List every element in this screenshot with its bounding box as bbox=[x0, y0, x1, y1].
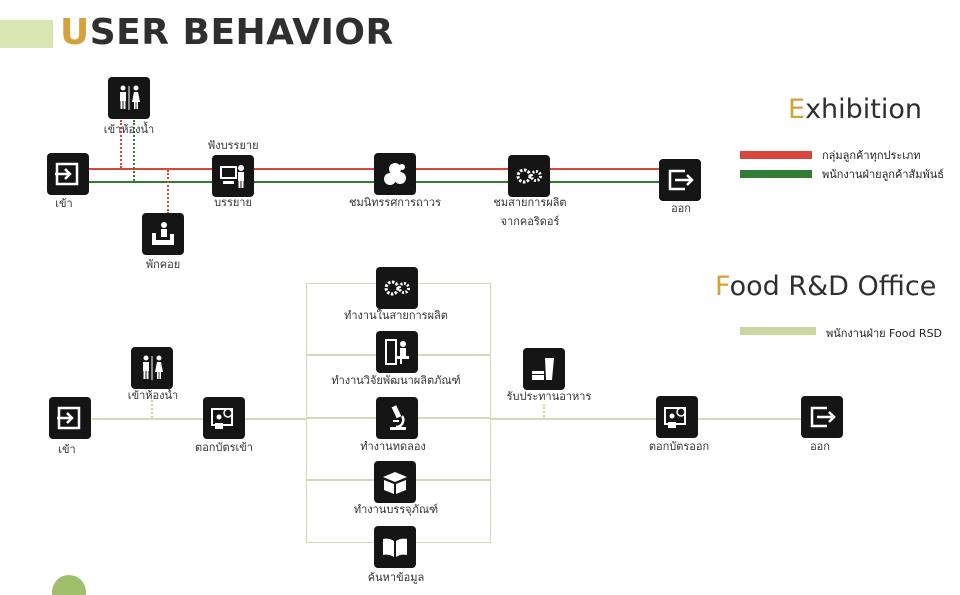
ex-production-label-1: ชมสายการผลิต bbox=[493, 196, 567, 209]
toilet-branch-red bbox=[120, 120, 122, 168]
research-icon bbox=[376, 331, 418, 373]
ex-listen-top-label: ฟังบรรยาย bbox=[207, 139, 259, 152]
of-clock-out-label: ตอกบัตรออก bbox=[648, 440, 710, 453]
legend-swatch-red bbox=[740, 151, 812, 159]
exhibit-products-icon bbox=[374, 153, 416, 195]
of-production-label: ทำงานในสายการผลิต bbox=[344, 309, 448, 322]
ex-listen-bottom-label: บรรยาย bbox=[214, 196, 252, 209]
exhibition-title: Exhibition bbox=[788, 94, 923, 125]
of-lab-label: ทำงานทดลอง bbox=[360, 440, 426, 453]
food-drink-icon bbox=[523, 348, 565, 390]
office-path-left bbox=[92, 418, 306, 420]
exit-icon bbox=[659, 159, 701, 201]
page-title: USER BEHAVIOR bbox=[60, 12, 394, 53]
of-packaging-label: ทำงานบรรจุภัณฑ์ bbox=[353, 503, 439, 516]
office-path-right bbox=[490, 418, 805, 420]
lecture-icon bbox=[212, 155, 254, 197]
ex-permanent-label: ชมนิทรรศการถาวร bbox=[349, 196, 441, 209]
ex-enter-label: เข้า bbox=[55, 197, 73, 210]
of-toilet-label: เข้าห้องน้ำ bbox=[127, 389, 179, 402]
gears-icon bbox=[508, 155, 550, 197]
of-exit-label: ออก bbox=[810, 440, 830, 453]
rest-branch-red bbox=[167, 170, 169, 214]
ex-exit-label: ออก bbox=[671, 202, 691, 215]
package-icon bbox=[374, 461, 416, 503]
leaf-logo-icon bbox=[52, 575, 86, 595]
office-enter-icon bbox=[49, 397, 91, 439]
enter-icon bbox=[47, 153, 89, 195]
of-clock-in-label: ตอกบัตรเข้า bbox=[195, 441, 253, 454]
of-enter-label: เข้า bbox=[58, 443, 76, 456]
legend-label-food-staff: พนักงานฝ่าย Food RSD bbox=[826, 327, 943, 340]
office-restroom-icon bbox=[131, 347, 173, 389]
ex-rest-label: พักคอย bbox=[145, 258, 181, 271]
ex-production-label-2: จากคอริดอร์ bbox=[500, 215, 560, 228]
lounge-chair-icon bbox=[142, 213, 184, 255]
title-accent-bar bbox=[0, 20, 53, 48]
time-clock-out-icon bbox=[656, 396, 698, 438]
legend-label-customers: กลุ่มลูกค้าทุกประเภท bbox=[822, 149, 921, 162]
office-toilet-branch bbox=[151, 400, 153, 418]
of-search-label: ค้นหาข้อมูล bbox=[367, 571, 425, 584]
food-office-title: Food R&D Office bbox=[715, 271, 937, 302]
restroom-icon bbox=[108, 77, 150, 119]
of-research-label: ทำงานวิจัยพัฒนาผลิตภัณฑ์ bbox=[331, 374, 461, 387]
office-eat-branch bbox=[543, 404, 545, 420]
office-exit-icon bbox=[801, 396, 843, 438]
time-clock-in-icon bbox=[203, 397, 245, 439]
ex-toilet-label: เข้าห้องน้ำ bbox=[103, 123, 155, 136]
office-gears-icon bbox=[376, 267, 418, 309]
legend-swatch-green bbox=[740, 170, 812, 178]
of-eat-label: รับประทานอาหาร bbox=[506, 390, 592, 403]
legend-swatch-light-green bbox=[740, 327, 816, 335]
toilet-branch-green bbox=[133, 120, 135, 181]
legend-label-relations-staff: พนักงานฝ่ายลูกค้าสัมพันธ์ bbox=[822, 168, 944, 181]
microscope-icon bbox=[376, 397, 418, 439]
book-icon bbox=[374, 526, 416, 568]
